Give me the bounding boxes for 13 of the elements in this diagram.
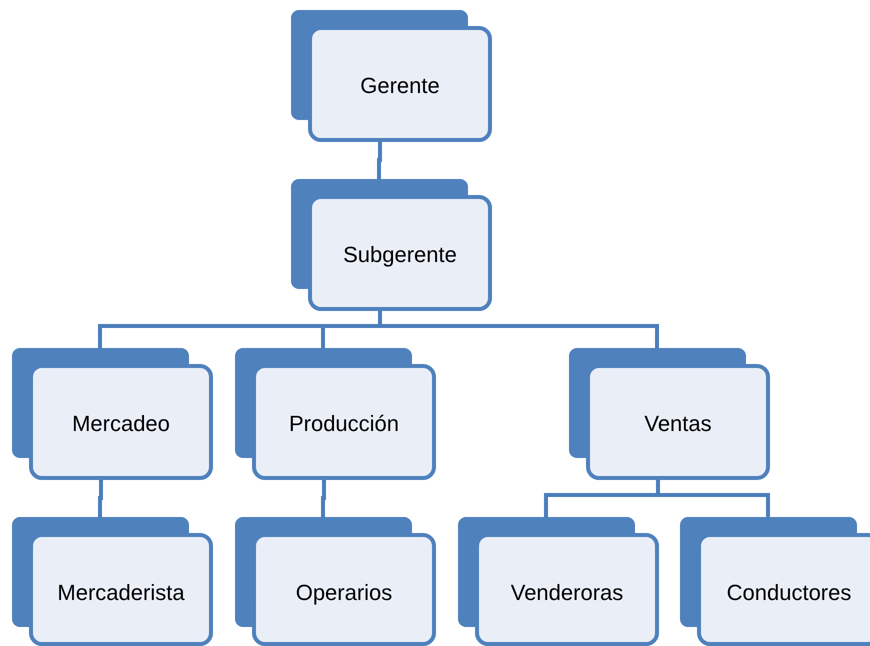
connector-line xyxy=(321,479,326,517)
node-label: Operarios xyxy=(296,580,392,606)
node-label: Conductores xyxy=(726,580,852,606)
node-label: Mercaderista xyxy=(57,580,185,606)
connector-line xyxy=(378,310,659,348)
connector-line xyxy=(98,479,103,517)
node-label: Producción xyxy=(288,411,400,437)
node-label: Subgerente xyxy=(343,242,457,268)
node-label: Gerente xyxy=(360,73,440,99)
node-label: Venderoras xyxy=(510,580,624,606)
connector-line xyxy=(377,141,382,179)
node-label: Ventas xyxy=(644,411,712,437)
node-label: Mercadeo xyxy=(72,411,170,437)
